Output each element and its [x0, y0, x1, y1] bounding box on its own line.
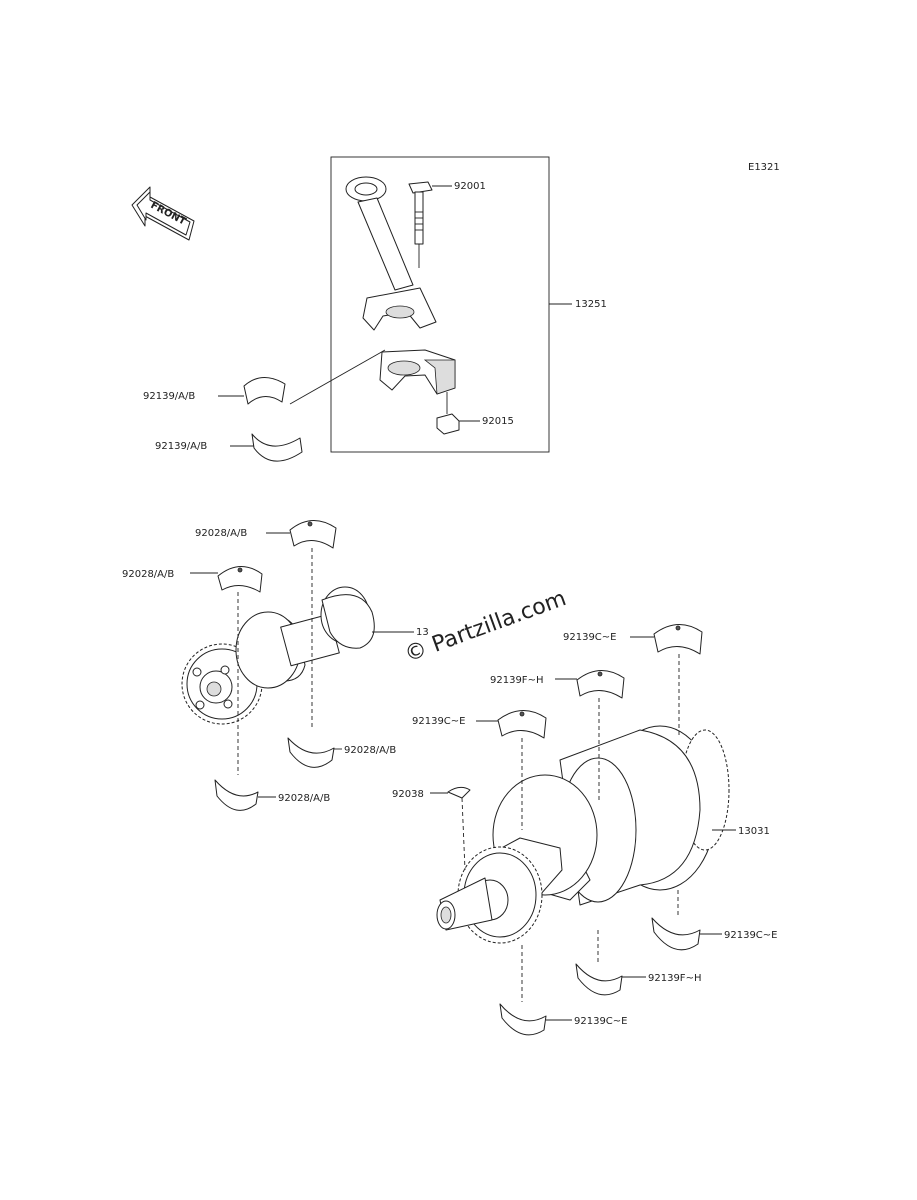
conrod-bearing-shell-upper: [243, 377, 286, 405]
label-balancer-bearing-3: 92028/A/B: [344, 745, 396, 756]
conrod-cap: [379, 349, 456, 395]
main-bearing-shell-bottom-1: [651, 917, 701, 951]
balancer-bearing-shell-2: [217, 566, 263, 593]
label-main-bearing-top-2: 92139F~H: [490, 675, 543, 686]
label-conrod-bearing-2: 92139/A/B: [155, 441, 207, 452]
label-conrod-assy: 13251: [575, 299, 607, 310]
figure-id: E1321: [748, 162, 780, 173]
main-bearing-shell-top-1: [653, 624, 703, 655]
conrod-assembly-box: [330, 156, 550, 453]
label-balancer-bearing-2: 92028/A/B: [122, 569, 174, 580]
leader-conrod-bearing-line: [289, 349, 386, 405]
label-crankshaft: 13031: [738, 826, 770, 837]
balancer-shaft: [181, 586, 375, 725]
front-arrow-icon: FRONT: [131, 186, 195, 241]
balancer-bearing-shell-3: [287, 737, 335, 768]
balancer-bearing-shell-1: [289, 520, 337, 549]
main-bearing-shell-top-2: [576, 670, 625, 699]
woodruff-key: [447, 786, 471, 799]
main-bearing-shell-bottom-3: [499, 1003, 547, 1036]
label-nut: 92015: [482, 416, 514, 427]
label-main-bearing-bottom-2: 92139F~H: [648, 973, 701, 984]
label-key: 92038: [392, 789, 424, 800]
main-bearing-shell-top-3: [497, 710, 547, 739]
balancer-bearing-shell-4: [214, 779, 259, 811]
conrod-nut: [436, 392, 460, 435]
label-balancer-bearing-1: 92028/A/B: [195, 528, 247, 539]
crankshaft: [436, 725, 730, 944]
label-main-bearing-bottom-1: 92139C~E: [724, 930, 778, 941]
connecting-rod: [345, 176, 437, 331]
label-bolt: 92001: [454, 181, 486, 192]
label-balancer-bearing-4: 92028/A/B: [278, 793, 330, 804]
label-main-bearing-bottom-3: 92139C~E: [574, 1016, 628, 1027]
label-conrod-bearing-1: 92139/A/B: [143, 391, 195, 402]
main-bearing-shell-bottom-2: [575, 963, 623, 996]
label-main-bearing-top-1: 92139C~E: [563, 632, 617, 643]
conrod-bearing-shell-lower: [251, 433, 303, 462]
conrod-bolt: [408, 181, 433, 268]
axis-key: [461, 797, 466, 871]
label-balancer-shaft: 13: [416, 627, 429, 638]
label-main-bearing-top-3: 92139C~E: [412, 716, 466, 727]
